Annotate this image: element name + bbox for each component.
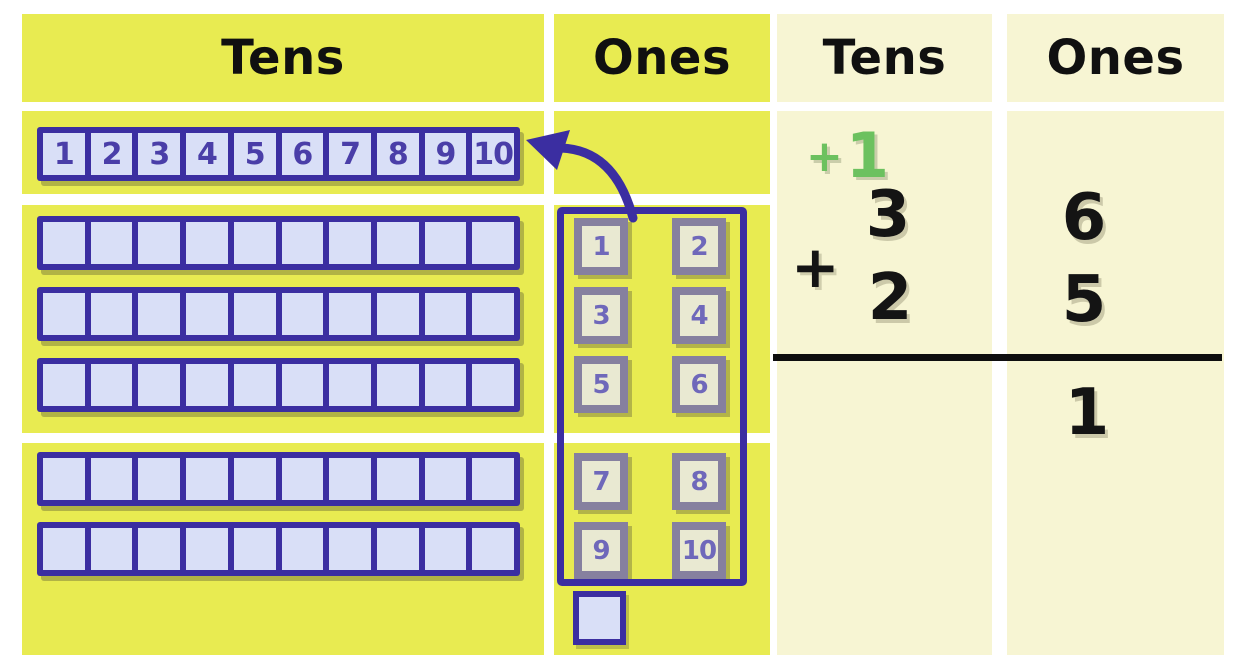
sum-tens-column-panel [777, 111, 992, 655]
equals-line [773, 354, 1222, 361]
ten-rod-cell [329, 293, 371, 335]
ten-rod [37, 358, 520, 412]
ten-rod [37, 522, 520, 576]
ten-rod-cell [424, 458, 467, 500]
ten-rod-cell [186, 458, 228, 500]
ten-rod-cell [138, 293, 181, 335]
sum-ones-header: Ones [1046, 30, 1185, 86]
ten-rod-cell [424, 222, 467, 264]
plus-operator: + [791, 233, 840, 301]
ten-rod-cell [376, 222, 419, 264]
ten-rod-cell [43, 528, 85, 570]
ten-rod-cell [472, 293, 515, 335]
ten-rod-cell [43, 222, 85, 264]
ten-rod-cell-4: 4 [186, 133, 228, 175]
ones-block-3: 3 [574, 287, 628, 344]
carry-arrow-icon [526, 130, 638, 223]
sum-ones-column-panel [1007, 111, 1224, 655]
addend1-ones-digit: 6 [1061, 181, 1107, 255]
ones-header-panel: Ones [554, 14, 770, 102]
ten-rod-cell [138, 458, 181, 500]
ten-rod-cell [138, 222, 181, 264]
sum-ones-digit: 1 [1064, 376, 1110, 450]
ten-rod-cell [329, 364, 371, 406]
addend1-tens-digit: 3 [865, 178, 911, 252]
ten-rod-cell [472, 222, 515, 264]
ten-rod-cell [186, 528, 228, 570]
ten-rod-cell [90, 293, 133, 335]
ten-rod-cell [90, 222, 133, 264]
ten-rod-cell [281, 528, 324, 570]
ones-block-6: 6 [672, 356, 726, 413]
carry-annotation: + 1 [806, 119, 890, 192]
ones-block-2: 2 [672, 218, 726, 275]
carry-digit: 1 [845, 119, 890, 192]
addend2-tens-digit: 2 [867, 261, 913, 335]
ten-rod-cell [43, 364, 85, 406]
ten-rod-cell [43, 293, 85, 335]
ten-rod-cell [329, 458, 371, 500]
ten-rod-cell [424, 528, 467, 570]
ones-block-5: 5 [574, 356, 628, 413]
ten-rod-cell [376, 528, 419, 570]
ten-rod-cell-6: 6 [281, 133, 324, 175]
left-tens-header: Tens [221, 30, 345, 86]
ones-block-9: 9 [574, 522, 628, 579]
left-tens-header-panel: Tens [22, 14, 544, 102]
ten-rod-cell [376, 364, 419, 406]
ten-rod-cell [90, 458, 133, 500]
ten-rod-cell-9: 9 [424, 133, 467, 175]
ten-rod [37, 452, 520, 506]
ten-rod-cell [424, 293, 467, 335]
ten-rod-cell [329, 222, 371, 264]
ten-rod-cell [90, 528, 133, 570]
carry-plus-sign: + [806, 130, 843, 182]
ten-rod-cell [376, 458, 419, 500]
ones-block-8: 8 [672, 453, 726, 510]
ten-rod-cell [233, 458, 276, 500]
ten-rod-cell [233, 364, 276, 406]
ten-rod-cell-3: 3 [138, 133, 181, 175]
sum-ones-header-panel: Ones [1007, 14, 1224, 102]
ten-rod-cell [90, 364, 133, 406]
ones-block-1: 1 [574, 218, 628, 275]
ten-rod-cell [233, 528, 276, 570]
ten-rod-cell [281, 364, 324, 406]
ones-block-7: 7 [574, 453, 628, 510]
ten-rod-cell-5: 5 [233, 133, 276, 175]
ten-rod-cell [472, 528, 515, 570]
ones-block-10: 10 [672, 522, 726, 579]
ten-rod-cell [424, 364, 467, 406]
ten-rod-cell-2: 2 [90, 133, 133, 175]
ten-rod-cell [329, 528, 371, 570]
ten-rod-cell [472, 364, 515, 406]
ten-rod [37, 287, 520, 341]
ten-rod-cell-10: 10 [472, 133, 514, 175]
ten-rod-cell [138, 528, 181, 570]
ten-rod-cell [186, 222, 228, 264]
ten-rod-cell [138, 364, 181, 406]
ten-rod-cell [376, 293, 419, 335]
ten-rod-cell [472, 458, 515, 500]
addend2-ones-digit: 5 [1061, 263, 1107, 337]
ten-rod-cell [186, 293, 228, 335]
ones-block-4: 4 [672, 287, 726, 344]
ten-rod-cell [281, 293, 324, 335]
ten-rod-cell [281, 222, 324, 264]
ten-rod-cell-8: 8 [376, 133, 419, 175]
ten-rod-cell [233, 222, 276, 264]
sum-tens-header: Tens [822, 30, 947, 86]
ten-rod-cell [281, 458, 324, 500]
ten-rod-cell-7: 7 [329, 133, 371, 175]
ones-header: Ones [592, 30, 732, 86]
ten-rod-cell [43, 458, 85, 500]
ten-rod-cell [186, 364, 228, 406]
sum-tens-header-panel: Tens [777, 14, 992, 102]
ten-rod-cell-1: 1 [43, 133, 85, 175]
leftover-ones-block [573, 591, 626, 645]
ten-rod-cell [233, 293, 276, 335]
ten-rod [37, 216, 520, 270]
